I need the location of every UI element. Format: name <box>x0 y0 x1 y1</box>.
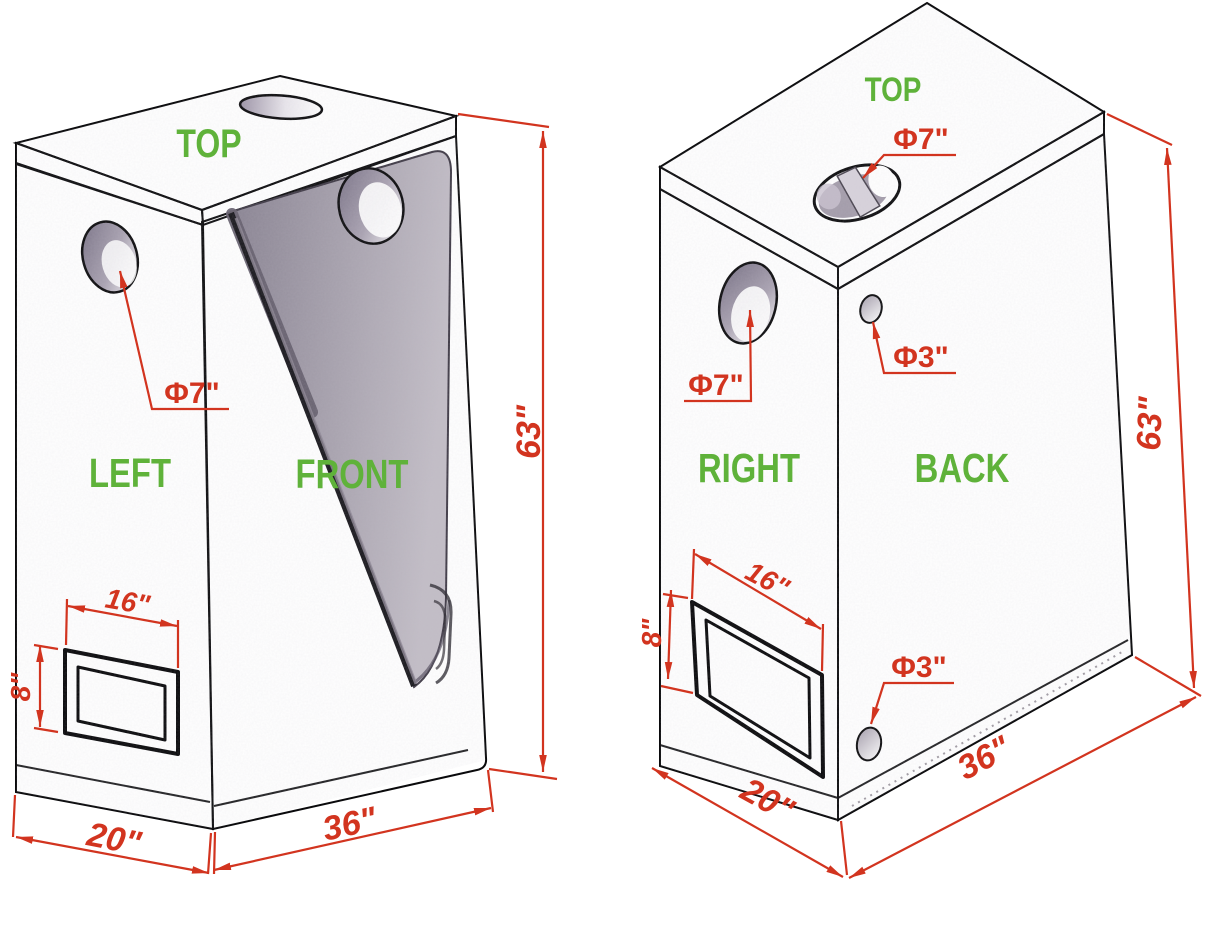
right-view-back-hole-top-dimension: Φ3" <box>871 321 956 375</box>
left-view-label-left: LEFT <box>89 449 171 495</box>
left-view-height-dimension: 63" <box>457 112 558 781</box>
right-view-height-dimension: 63" <box>1106 113 1202 697</box>
left-view-height-label: 63" <box>510 404 548 459</box>
left-view-label-top: TOP <box>176 121 241 166</box>
left-view-width-label: 20" <box>83 815 145 863</box>
left-view-vent-height-dimension: 8" <box>5 643 59 734</box>
left-view-width-dimension: 20" <box>11 794 213 875</box>
left-view: TOP LEFT FRONT Φ7" 16" 8" 63" <box>5 74 558 875</box>
left-view-vent-width-label: 16" <box>103 583 153 621</box>
left-view-depth-label: 36" <box>319 800 381 849</box>
left-view-depth-dimension: 36" <box>212 769 495 875</box>
right-view-label-right: RIGHT <box>698 444 800 490</box>
right-view-label-top: TOP <box>865 70 922 108</box>
right-view-vent-height-dimension: 8" <box>636 589 694 695</box>
left-view-side-hole-label: Φ7" <box>164 377 220 410</box>
left-view-vent-width-dimension: 16" <box>64 583 180 668</box>
left-view-label-front: FRONT <box>296 450 409 496</box>
right-view: TOP RIGHT BACK Φ7" Φ7" Φ3" Φ3" 16" <box>636 1 1202 879</box>
right-view-vent-height-label: 8" <box>636 618 667 648</box>
right-view-side-hole-dimension: Φ7" <box>684 309 754 403</box>
right-view-back-hole-bottom-label: Φ3" <box>891 651 947 684</box>
right-view-side-hole-label: Φ7" <box>688 369 744 402</box>
right-view-label-back: BACK <box>915 444 1010 490</box>
left-view-vent-height-label: 8" <box>5 672 36 702</box>
right-view-back-hole-top-label: Φ3" <box>893 341 949 374</box>
right-view-top-hole-label: Φ7" <box>893 123 949 156</box>
left-view-fabric-texture <box>16 76 486 829</box>
right-view-top-hole-dimension: Φ7" <box>862 123 956 179</box>
left-view-side-hole-dimension: Φ7" <box>118 270 229 411</box>
left-view-front-face <box>200 134 488 831</box>
right-view-height-label: 63" <box>1130 395 1170 451</box>
